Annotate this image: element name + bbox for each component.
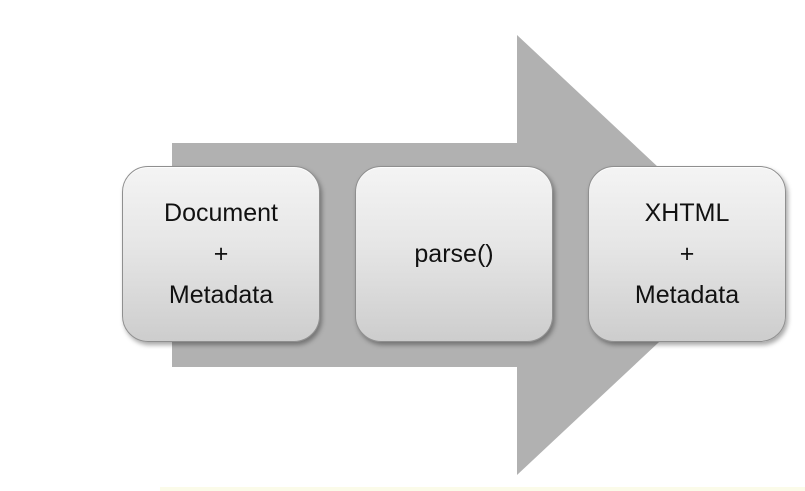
step-parse-line-1: parse() xyxy=(414,239,494,268)
step-box-parse: parse() xyxy=(355,166,553,342)
step-output-line-1: XHTML xyxy=(644,198,730,227)
step-input-line-3: Metadata xyxy=(168,280,274,309)
step-output-line-2: + xyxy=(679,239,695,268)
step-input-line-1: Document xyxy=(164,198,278,227)
bottom-edge-strip xyxy=(160,487,805,491)
step-input-line-2: + xyxy=(213,239,229,268)
step-box-input: Document + Metadata xyxy=(122,166,320,342)
step-box-output: XHTML + Metadata xyxy=(588,166,786,342)
step-output-line-3: Metadata xyxy=(634,280,740,309)
